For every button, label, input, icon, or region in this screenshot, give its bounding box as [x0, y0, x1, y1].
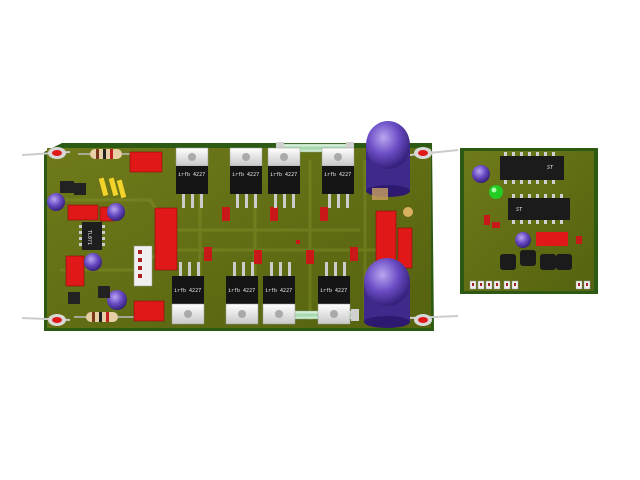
mosfet: irfb 4227 [321, 147, 355, 208]
mosfet-label: irfb 4227 [270, 172, 297, 178]
resistor-top-left [78, 149, 134, 159]
film-capacitors [65, 151, 413, 322]
mosfet: irfb 4227 [175, 147, 209, 208]
mosfet-label: irfb 4227 [320, 288, 347, 294]
mosfets-top: irfb 4227 irfb 4227 irfb 4227 [175, 147, 355, 208]
led-icon [489, 185, 503, 199]
small-board: ST ST [460, 148, 598, 294]
mosfet-label: irfb 4227 [174, 288, 201, 294]
mosfet-label: irfb 4227 [228, 288, 255, 294]
mosfet: irfb 4227 [262, 262, 296, 325]
mosfet: irfb 4227 [317, 262, 351, 325]
mosfet: irfb 4227 [171, 262, 205, 325]
small-board-capacitor-2 [515, 232, 531, 248]
st-logo: ST [516, 207, 523, 213]
small-board-header-pins [469, 280, 591, 290]
led-highlight [491, 187, 497, 193]
terminals [48, 147, 432, 326]
small-ic-bottom: ST [508, 194, 570, 224]
mosfet: irfb 4227 [267, 147, 301, 208]
small-board-transistors [500, 250, 572, 270]
small-board-red-cap [536, 232, 568, 246]
opamp-ic: TL071 [79, 222, 105, 250]
small-board-smd [484, 215, 582, 244]
large-capacitor-bottom [364, 258, 410, 328]
resistor-bottom-left [74, 312, 134, 322]
large-capacitor-top [366, 121, 410, 197]
opamp-label: TL071 [86, 230, 92, 245]
header-block [133, 245, 153, 287]
mosfet-label: irfb 4227 [265, 288, 292, 294]
main-board: TL071 [21, 121, 459, 331]
mosfet-label: irfb 4227 [232, 172, 259, 178]
driver-transistors [60, 181, 110, 304]
mosfets-bottom: irfb 4227 irfb 4227 irfb 4227 [171, 262, 351, 325]
small-electrolytic-caps [47, 193, 127, 310]
yellow-caps [98, 177, 127, 199]
small-board-capacitor [472, 165, 490, 183]
st-logo: ST [547, 165, 554, 171]
diode [372, 188, 413, 217]
small-ic-top: ST [500, 152, 564, 184]
mosfet: irfb 4227 [225, 262, 259, 325]
mosfet-label: irfb 4227 [178, 172, 205, 178]
smd-components [204, 207, 358, 264]
mosfet-label: irfb 4227 [324, 172, 351, 178]
mosfet: irfb 4227 [229, 147, 263, 208]
